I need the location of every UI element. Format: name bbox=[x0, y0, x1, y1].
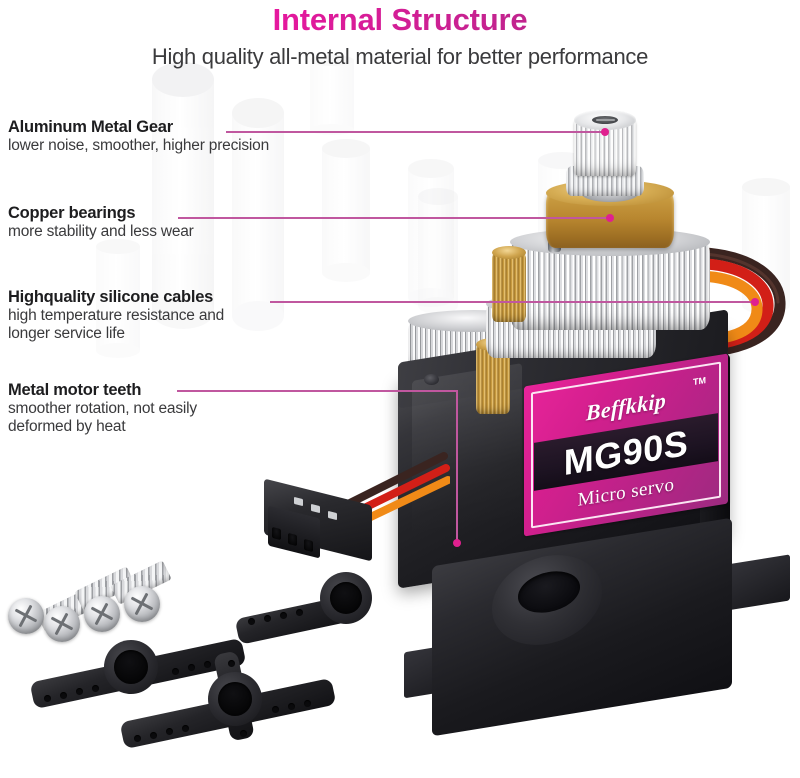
servo-horn-hole bbox=[296, 609, 303, 616]
brass-pinion-rear-top bbox=[492, 246, 526, 259]
servo-horn-hole bbox=[204, 661, 211, 668]
annotation-heading: Aluminum Metal Gear bbox=[8, 118, 173, 136]
servo-horn-hole bbox=[288, 703, 295, 710]
servo-horn-hole bbox=[182, 725, 189, 732]
servo-horn-hole bbox=[188, 664, 195, 671]
annotation-description: deformed by heat bbox=[8, 418, 126, 436]
servo-horn-hole bbox=[44, 695, 51, 702]
leader-dot-copper-bearings bbox=[606, 214, 614, 222]
annotation-heading: Highquality silicone cables bbox=[8, 288, 214, 306]
leader-line-metal-motor-teeth bbox=[177, 390, 458, 392]
annotation-description: lower noise, smoother, higher precision bbox=[8, 137, 270, 154]
annotation-heading: Metal motor teeth bbox=[8, 381, 142, 399]
page-title: Internal Structure bbox=[0, 2, 800, 38]
servo-horn-hole bbox=[248, 618, 255, 625]
servo-horn-hole bbox=[76, 688, 83, 695]
servo-horn-hole bbox=[134, 735, 141, 742]
annotation-copper-bearings: Copper bearings more stability and less … bbox=[8, 204, 194, 241]
servo-horn-hole bbox=[60, 692, 67, 699]
annotation-description: longer service life bbox=[8, 325, 125, 343]
servo-horn-spline-bore bbox=[218, 682, 252, 716]
annotation-description: high temperature resistance and bbox=[8, 307, 225, 324]
servo-horn-hole bbox=[150, 732, 157, 739]
leader-dot-silicone-cables bbox=[751, 298, 759, 306]
servo-horn-hole bbox=[272, 706, 279, 713]
annotation-heading: Copper bearings bbox=[8, 204, 136, 222]
annotation-metal-motor-teeth: Metal motor teeth smoother rotation, not… bbox=[8, 381, 197, 437]
leader-line-aluminum-metal-gear bbox=[226, 131, 605, 133]
connector-pin bbox=[272, 526, 281, 541]
servo-horn-hole bbox=[304, 700, 311, 707]
connector-pin bbox=[304, 538, 313, 553]
annotation-description: more stability and less wear bbox=[8, 223, 194, 240]
annotation-description: smoother rotation, not easily bbox=[8, 400, 197, 417]
label-trademark-symbol: TM bbox=[693, 375, 706, 388]
servo-horn-hole bbox=[240, 730, 247, 737]
servo-horn-hole bbox=[92, 685, 99, 692]
annotation-silicone-cables: Highquality silicone cables high tempera… bbox=[8, 288, 224, 344]
leader-line-copper-bearings bbox=[178, 217, 610, 219]
servo-horn-spline-bore bbox=[114, 650, 148, 684]
servo-horn-hole bbox=[228, 660, 235, 667]
servo-horn-hole bbox=[166, 728, 173, 735]
annotation-aluminum-metal-gear: Aluminum Metal Gear lower noise, smoothe… bbox=[8, 118, 269, 155]
leader-dot-aluminum-metal-gear bbox=[601, 128, 609, 136]
servo-horn-spline-bore bbox=[330, 582, 362, 614]
page-subtitle: High quality all-metal material for bett… bbox=[151, 44, 649, 69]
servo-horn-hole bbox=[172, 668, 179, 675]
connector-pin bbox=[288, 532, 297, 547]
output-screw-slot-line bbox=[596, 119, 615, 121]
leader-line-silicone-cables bbox=[270, 301, 755, 303]
servo-horn-hole bbox=[264, 615, 271, 622]
leader-line-metal-motor-teeth-vertical bbox=[456, 390, 458, 542]
servo-horn-hole bbox=[280, 612, 287, 619]
case-screw-boss bbox=[424, 374, 439, 385]
brass-pinion-rear bbox=[492, 252, 526, 322]
leader-dot-metal-motor-teeth bbox=[453, 539, 461, 547]
